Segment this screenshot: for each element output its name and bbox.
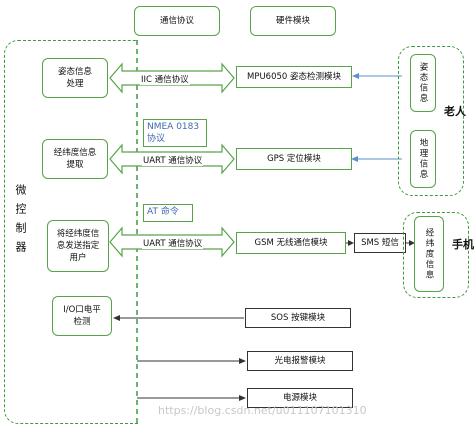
sms-box: SMS 短信	[354, 233, 406, 253]
elder-group	[398, 46, 464, 196]
posture-processing-label: 姿态信息处理	[57, 67, 92, 89]
watermark-text: https://blog.csdn.net/u011107101310	[158, 404, 367, 417]
header-comm-protocol: 通信协议	[134, 6, 220, 36]
phone-group	[403, 212, 469, 298]
elder-title: 老人	[444, 105, 466, 118]
controller-container	[4, 40, 138, 424]
gps-module: GPS 定位模块	[236, 148, 352, 170]
gsm-module: GSM 无线通信模块	[236, 232, 346, 254]
iic-protocol-label: IIC 通信协议	[140, 73, 190, 85]
latlon-fetch-label: 经纬度信息提取	[53, 148, 97, 170]
posture-processing-box: 姿态信息处理	[42, 58, 108, 98]
nmea-note: NMEA 0183 协议	[143, 119, 207, 147]
controller-label: 微控制器	[14, 184, 27, 260]
mpu6050-module: MPU6050 姿态检测模块	[236, 66, 352, 88]
at-command-note: AT 命令	[143, 204, 193, 222]
latlon-send-box: 将经纬度信息发送指定用户	[47, 220, 109, 272]
power-module: 电源模块	[247, 388, 353, 408]
latlon-fetch-box: 经纬度信息提取	[42, 139, 108, 179]
io-level-label: I/O口电平检测	[63, 305, 101, 327]
header-hardware-module: 硬件模块	[250, 6, 336, 36]
phone-latlon-info: 经纬度信息	[414, 216, 444, 292]
sos-button-module: SOS 按键模块	[245, 308, 351, 328]
elder-geo-info: 地理信息	[410, 130, 436, 188]
io-level-box: I/O口电平检测	[52, 296, 112, 336]
uart-protocol-label-2: UART 通信协议	[142, 237, 204, 249]
latlon-send-label: 将经纬度信息发送指定用户	[56, 229, 100, 263]
elder-posture-info: 姿态信息	[410, 54, 436, 112]
uart-protocol-label-1: UART 通信协议	[142, 154, 204, 166]
photoelectric-alarm-module: 光电报警模块	[247, 351, 353, 371]
phone-title: 手机	[452, 238, 474, 251]
